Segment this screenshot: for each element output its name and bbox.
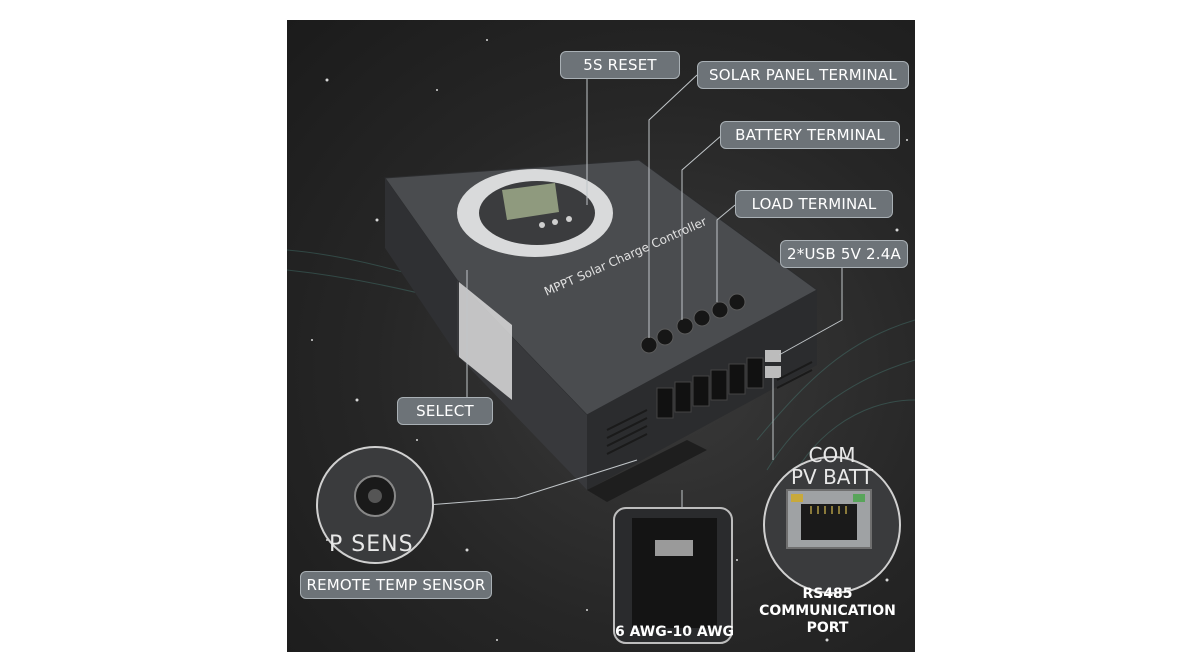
callout-load-terminal: LOAD TERMINAL (735, 190, 893, 218)
rs485-line-2: COMMUNICATION (759, 603, 896, 619)
callout-5s-reset: 5S RESET (560, 51, 680, 79)
port-inset-line2: PV BATT (790, 465, 874, 489)
callout-select: SELECT (397, 397, 493, 425)
temp-sensor-inset-text: P SENS (329, 532, 414, 557)
product-photo: MPPT Solar Charge Controller P SENS COM … (287, 20, 915, 652)
callout-usb: 2*USB 5V 2.4A (780, 240, 908, 268)
port-inset-text: COM PV BATT (773, 444, 891, 488)
rs485-line-1: RS485 (802, 586, 853, 602)
rs485-label: RS485 COMMUNICATION PORT (750, 586, 905, 637)
controller-illustration (287, 39, 915, 644)
callout-solar-panel-terminal: SOLAR PANEL TERMINAL (697, 61, 909, 89)
awg-label: 6 AWG-10 AWG (614, 624, 735, 640)
port-inset-line1: COM (808, 443, 856, 467)
callout-remote-temp-sensor: REMOTE TEMP SENSOR (300, 571, 492, 599)
rs485-line-3: PORT (806, 620, 849, 636)
callout-battery-terminal: BATTERY TERMINAL (720, 121, 900, 149)
